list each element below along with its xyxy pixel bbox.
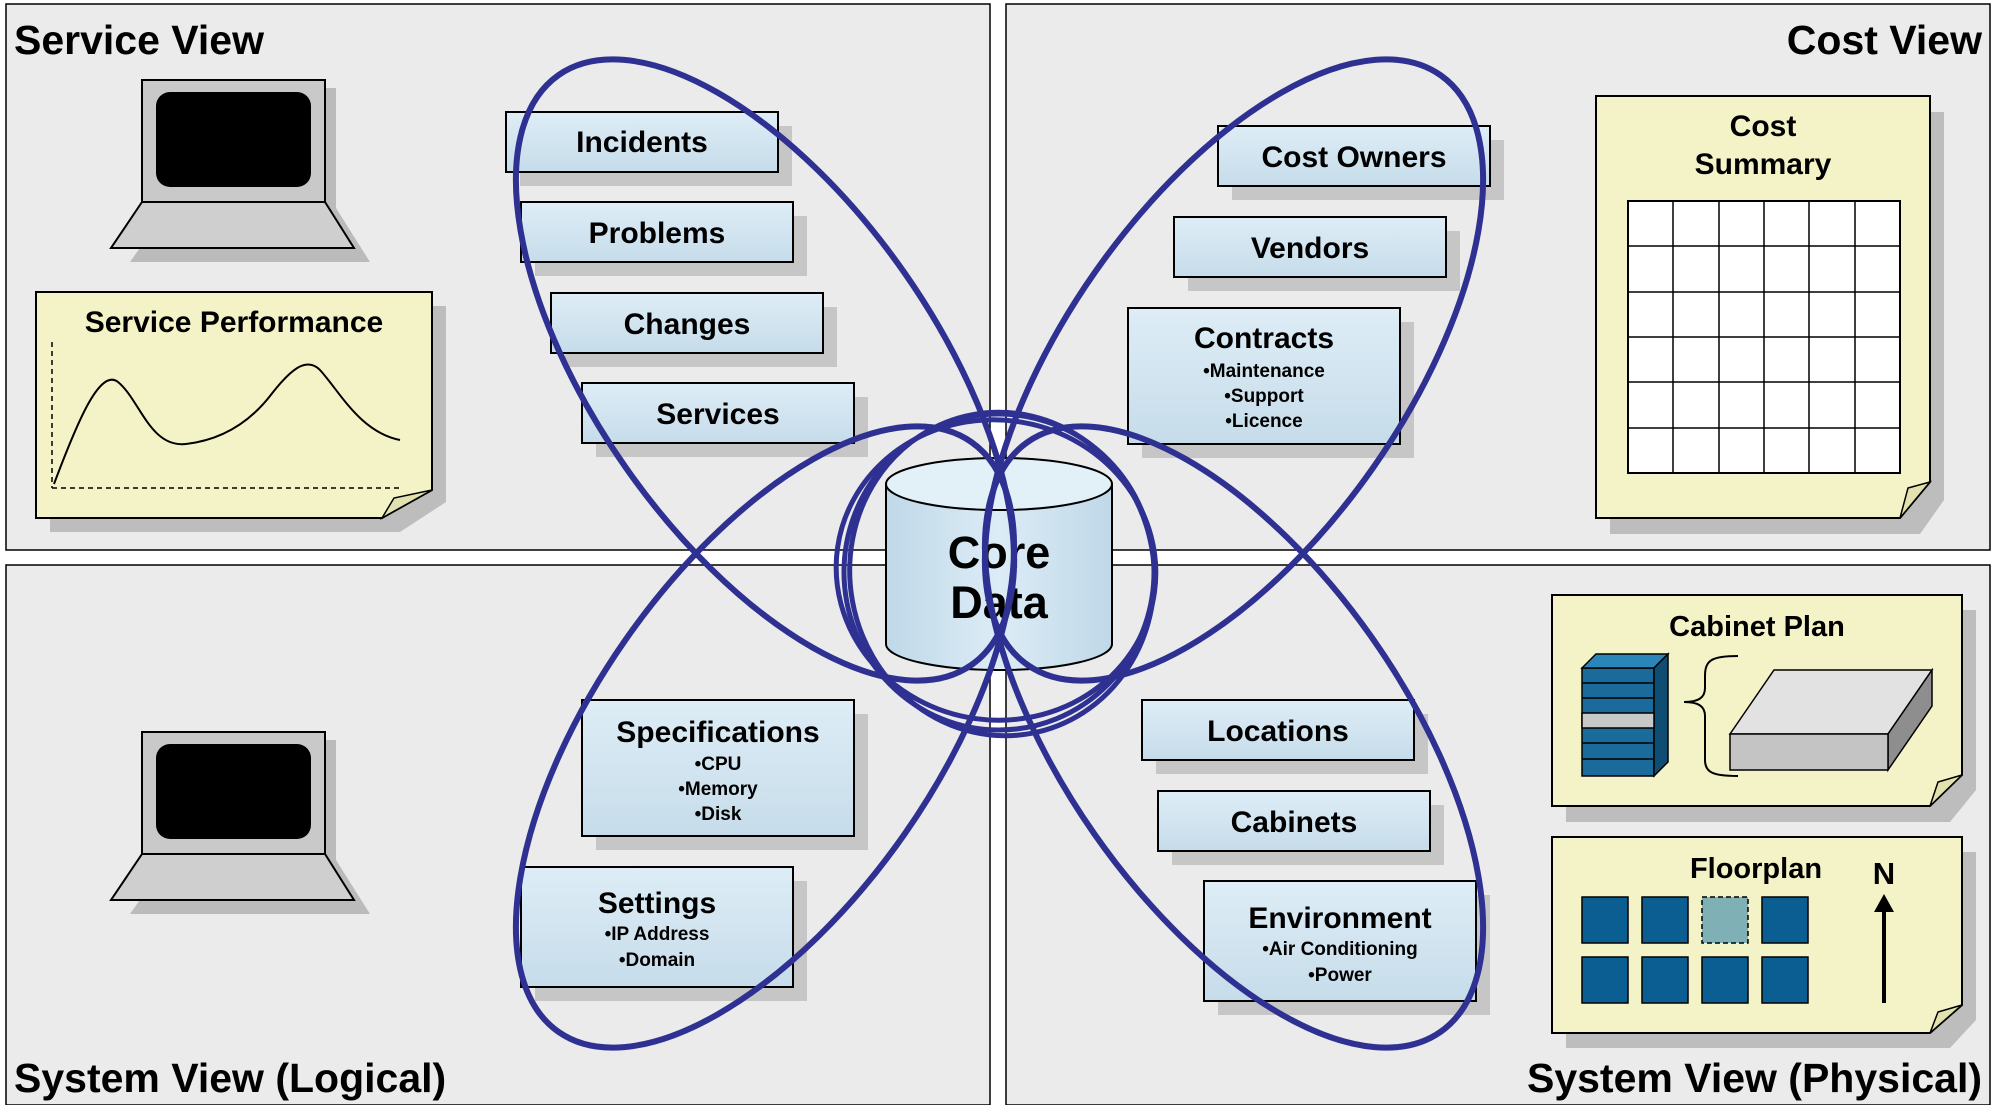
box-environment: Environment •Air Conditioning •Power [1203,880,1490,1015]
cost-summary-note: Cost Summary [1595,95,1944,534]
cost-summary-grid [1627,200,1901,474]
core-data-cylinder: Core Data [885,457,1113,671]
box-locations-label: Locations [1207,715,1349,748]
server-box-icon [1728,667,1934,773]
core-data-label-line2: Data [950,577,1049,628]
north-arrow-icon: N [1873,856,1895,1003]
ellipse-cost [981,56,1487,684]
service-performance-note: Service Performance [35,291,446,532]
laptop-icon [109,731,370,914]
north-label: N [1873,856,1895,891]
box-specifications: Specifications •CPU •Memory •Disk [581,699,868,850]
box-cabinets: Cabinets [1157,790,1444,865]
service-view-title: Service View [14,17,264,63]
specifications-item: •Memory [678,779,758,800]
box-contracts-label: Contracts [1194,322,1334,355]
box-problems-label: Problems [589,217,726,250]
floorplan-title: Floorplan [1690,853,1822,885]
contracts-item: •Licence [1225,411,1302,432]
service-performance-title: Service Performance [85,306,384,339]
logical-view-title: System View (Logical) [14,1055,446,1101]
box-settings-label: Settings [598,887,716,920]
server-rack-icon [1580,652,1670,778]
contracts-item: •Support [1224,386,1304,407]
box-services: Services [581,382,868,457]
core-rings [833,409,1159,739]
cost-view-title: Cost View [1787,17,1982,63]
box-problems: Problems [520,201,807,276]
environment-item: •Power [1308,965,1372,986]
performance-curve [53,363,401,485]
contracts-item: •Maintenance [1203,361,1325,382]
ellipse-service [512,56,1018,684]
specifications-item: •CPU [695,754,742,775]
environment-item: •Air Conditioning [1262,939,1417,960]
specifications-item: •Disk [695,804,742,825]
box-cost-owners-label: Cost Owners [1261,141,1446,174]
box-vendors: Vendors [1173,216,1460,291]
brace-icon [1683,655,1739,777]
box-environment-label: Environment [1248,902,1431,935]
cabinet-plan-title: Cabinet Plan [1669,611,1845,643]
cost-summary-title-line1: Cost [1730,110,1797,143]
ellipse-logical [512,423,1018,1051]
box-incidents: Incidents [505,111,792,186]
petal-ellipses [512,56,1487,1051]
floor-tiles [1581,896,1809,1004]
box-contracts: Contracts •Maintenance •Support •Licence [1127,307,1414,458]
settings-item: •Domain [619,950,695,971]
cabinet-plan-note: Cabinet Plan [1551,594,1976,822]
cost-summary-title-line2: Summary [1695,148,1832,181]
box-settings: Settings •IP Address •Domain [520,866,807,1001]
box-changes: Changes [550,292,837,367]
core-ring [847,409,1157,739]
box-services-label: Services [656,398,779,431]
core-data-label-line1: Core [948,527,1051,578]
ellipse-physical [981,423,1487,1051]
floorplan-note: Floorplan N [1551,836,1976,1048]
box-specifications-label: Specifications [616,716,819,749]
box-incidents-label: Incidents [576,126,708,159]
box-locations: Locations [1141,699,1428,774]
physical-view-title: System View (Physical) [1527,1055,1982,1101]
box-vendors-label: Vendors [1251,232,1369,265]
box-cost-owners: Cost Owners [1217,125,1504,200]
laptop-icon [109,79,370,262]
settings-item: •IP Address [605,924,710,945]
box-changes-label: Changes [624,308,751,341]
box-cabinets-label: Cabinets [1231,806,1358,839]
